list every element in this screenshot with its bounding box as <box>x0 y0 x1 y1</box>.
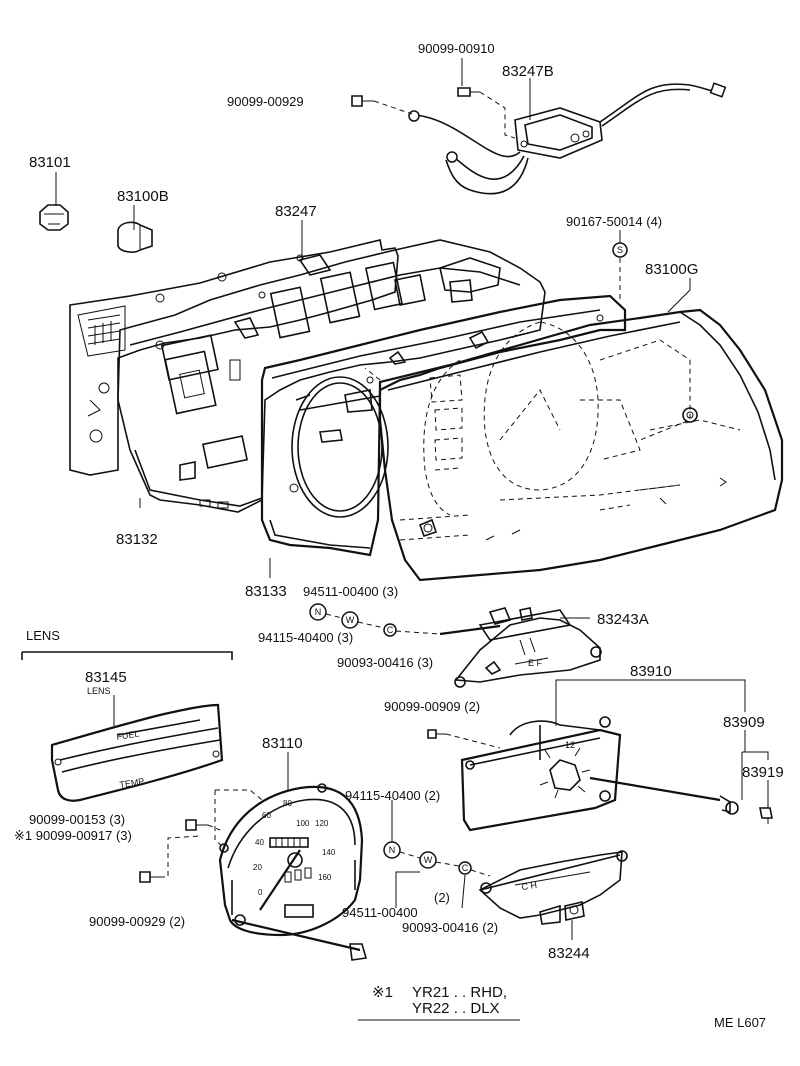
washer-mark-w: W <box>346 615 355 625</box>
label-94511-00400-2-qty: (2) <box>434 890 450 905</box>
footnote: ※1 YR21 . . RHD, YR22 . . DLX <box>358 984 520 1021</box>
meter-plate-83133 <box>260 294 627 557</box>
speedo-tick-label: 40 <box>255 838 264 847</box>
leader-lines <box>55 58 769 940</box>
label-83132: 83132 <box>116 531 158 548</box>
label-83101: 83101 <box>29 154 71 171</box>
speedo-tick-label: 160 <box>318 873 332 882</box>
cluster-glass-83100g <box>364 308 784 582</box>
label-90099-00910: 90099-00910 <box>418 41 495 56</box>
speedo-tick-label: 120 <box>315 819 329 828</box>
label-83244: 83244 <box>548 945 590 962</box>
speedo-tick-label: 20 <box>253 863 262 872</box>
label-lens-heading: LENS <box>26 628 60 643</box>
label-83100b: 83100B <box>117 188 169 205</box>
temp-gauge-83244: C H <box>478 850 628 925</box>
speedometer-83110: 60 80 100 120 140 160 40 20 0 <box>139 783 368 961</box>
fastener-row-2: N W C <box>383 841 491 877</box>
cluster-case-83132 <box>117 239 546 513</box>
label-90099-00153: 90099-00153 (3) <box>29 812 125 827</box>
lens-fuel-label: FUEL <box>116 728 140 741</box>
label-83100g: 83100G <box>645 261 698 278</box>
speedo-tick-label: 80 <box>283 799 292 808</box>
bulb-83100b <box>117 221 153 253</box>
speedo-tick-label: 100 <box>296 819 310 828</box>
part-number-labels: 90099-00910 83247B 90099-00929 83101 831… <box>14 41 784 962</box>
clip-mark-c: C <box>462 863 469 873</box>
label-83247b: 83247B <box>502 63 554 80</box>
label-90099-00917: ※1 90099-00917 (3) <box>14 828 132 843</box>
speedo-tick-label: 140 <box>322 848 336 857</box>
reference-code: ME L607 <box>714 1015 766 1030</box>
fuel-gauge-ef-scale: E F <box>528 658 543 668</box>
resistor-harness-83247b <box>351 82 727 195</box>
label-94115-40400-2: 94115-40400 (2) <box>345 788 440 803</box>
clip-mark-c: C <box>387 625 394 635</box>
washer-mark-w: W <box>424 855 433 865</box>
label-83243a: 83243A <box>597 611 649 628</box>
label-83110: 83110 <box>262 735 303 752</box>
speedo-tick-label: 60 <box>262 811 271 820</box>
label-90099-00929-top: 90099-00929 <box>227 94 304 109</box>
nut-mark-n: N <box>315 607 322 617</box>
screw-mark-s: S <box>617 245 623 255</box>
footnote-mark: ※1 <box>372 984 393 1001</box>
clock-83910: 12 <box>427 716 773 832</box>
label-83133: 83133 <box>245 583 287 600</box>
speedo-tick-label: 0 <box>258 888 263 897</box>
screw-90167-50014: S <box>612 230 628 300</box>
fastener-row-3: N W C <box>309 603 441 637</box>
label-90099-00909: 90099-00909 (2) <box>384 699 480 714</box>
label-90099-00929-bottom: 90099-00929 (2) <box>89 914 185 929</box>
label-90167-50014: 90167-50014 (4) <box>566 214 662 229</box>
label-83247: 83247 <box>275 203 317 220</box>
fuel-gauge-83243a: E F <box>439 607 602 688</box>
label-94115-40400-3: 94115-40400 (3) <box>258 630 353 645</box>
label-94511-00400-2: 94511-00400 <box>342 905 418 920</box>
nut-mark-n: N <box>389 845 396 855</box>
label-83145: 83145 <box>85 669 127 686</box>
label-83145-sub: LENS <box>87 686 111 696</box>
label-90093-00416-3: 90093-00416 (3) <box>337 655 433 670</box>
label-83919: 83919 <box>742 764 784 781</box>
label-83909: 83909 <box>723 714 765 731</box>
footnote-line-2: YR22 . . DLX <box>412 1000 500 1017</box>
label-94511-00400-3: 94511-00400 (3) <box>303 584 398 599</box>
bulb-socket-83101 <box>39 204 69 231</box>
clock-numeral: 12 <box>565 740 575 750</box>
label-83910: 83910 <box>630 663 672 680</box>
lens-83145: FUEL TEMP <box>21 651 233 802</box>
lens-temp-label: TEMP <box>119 776 145 790</box>
footnote-line-1: YR21 . . RHD, <box>412 984 507 1001</box>
label-90093-00416-2: 90093-00416 (2) <box>402 920 498 935</box>
